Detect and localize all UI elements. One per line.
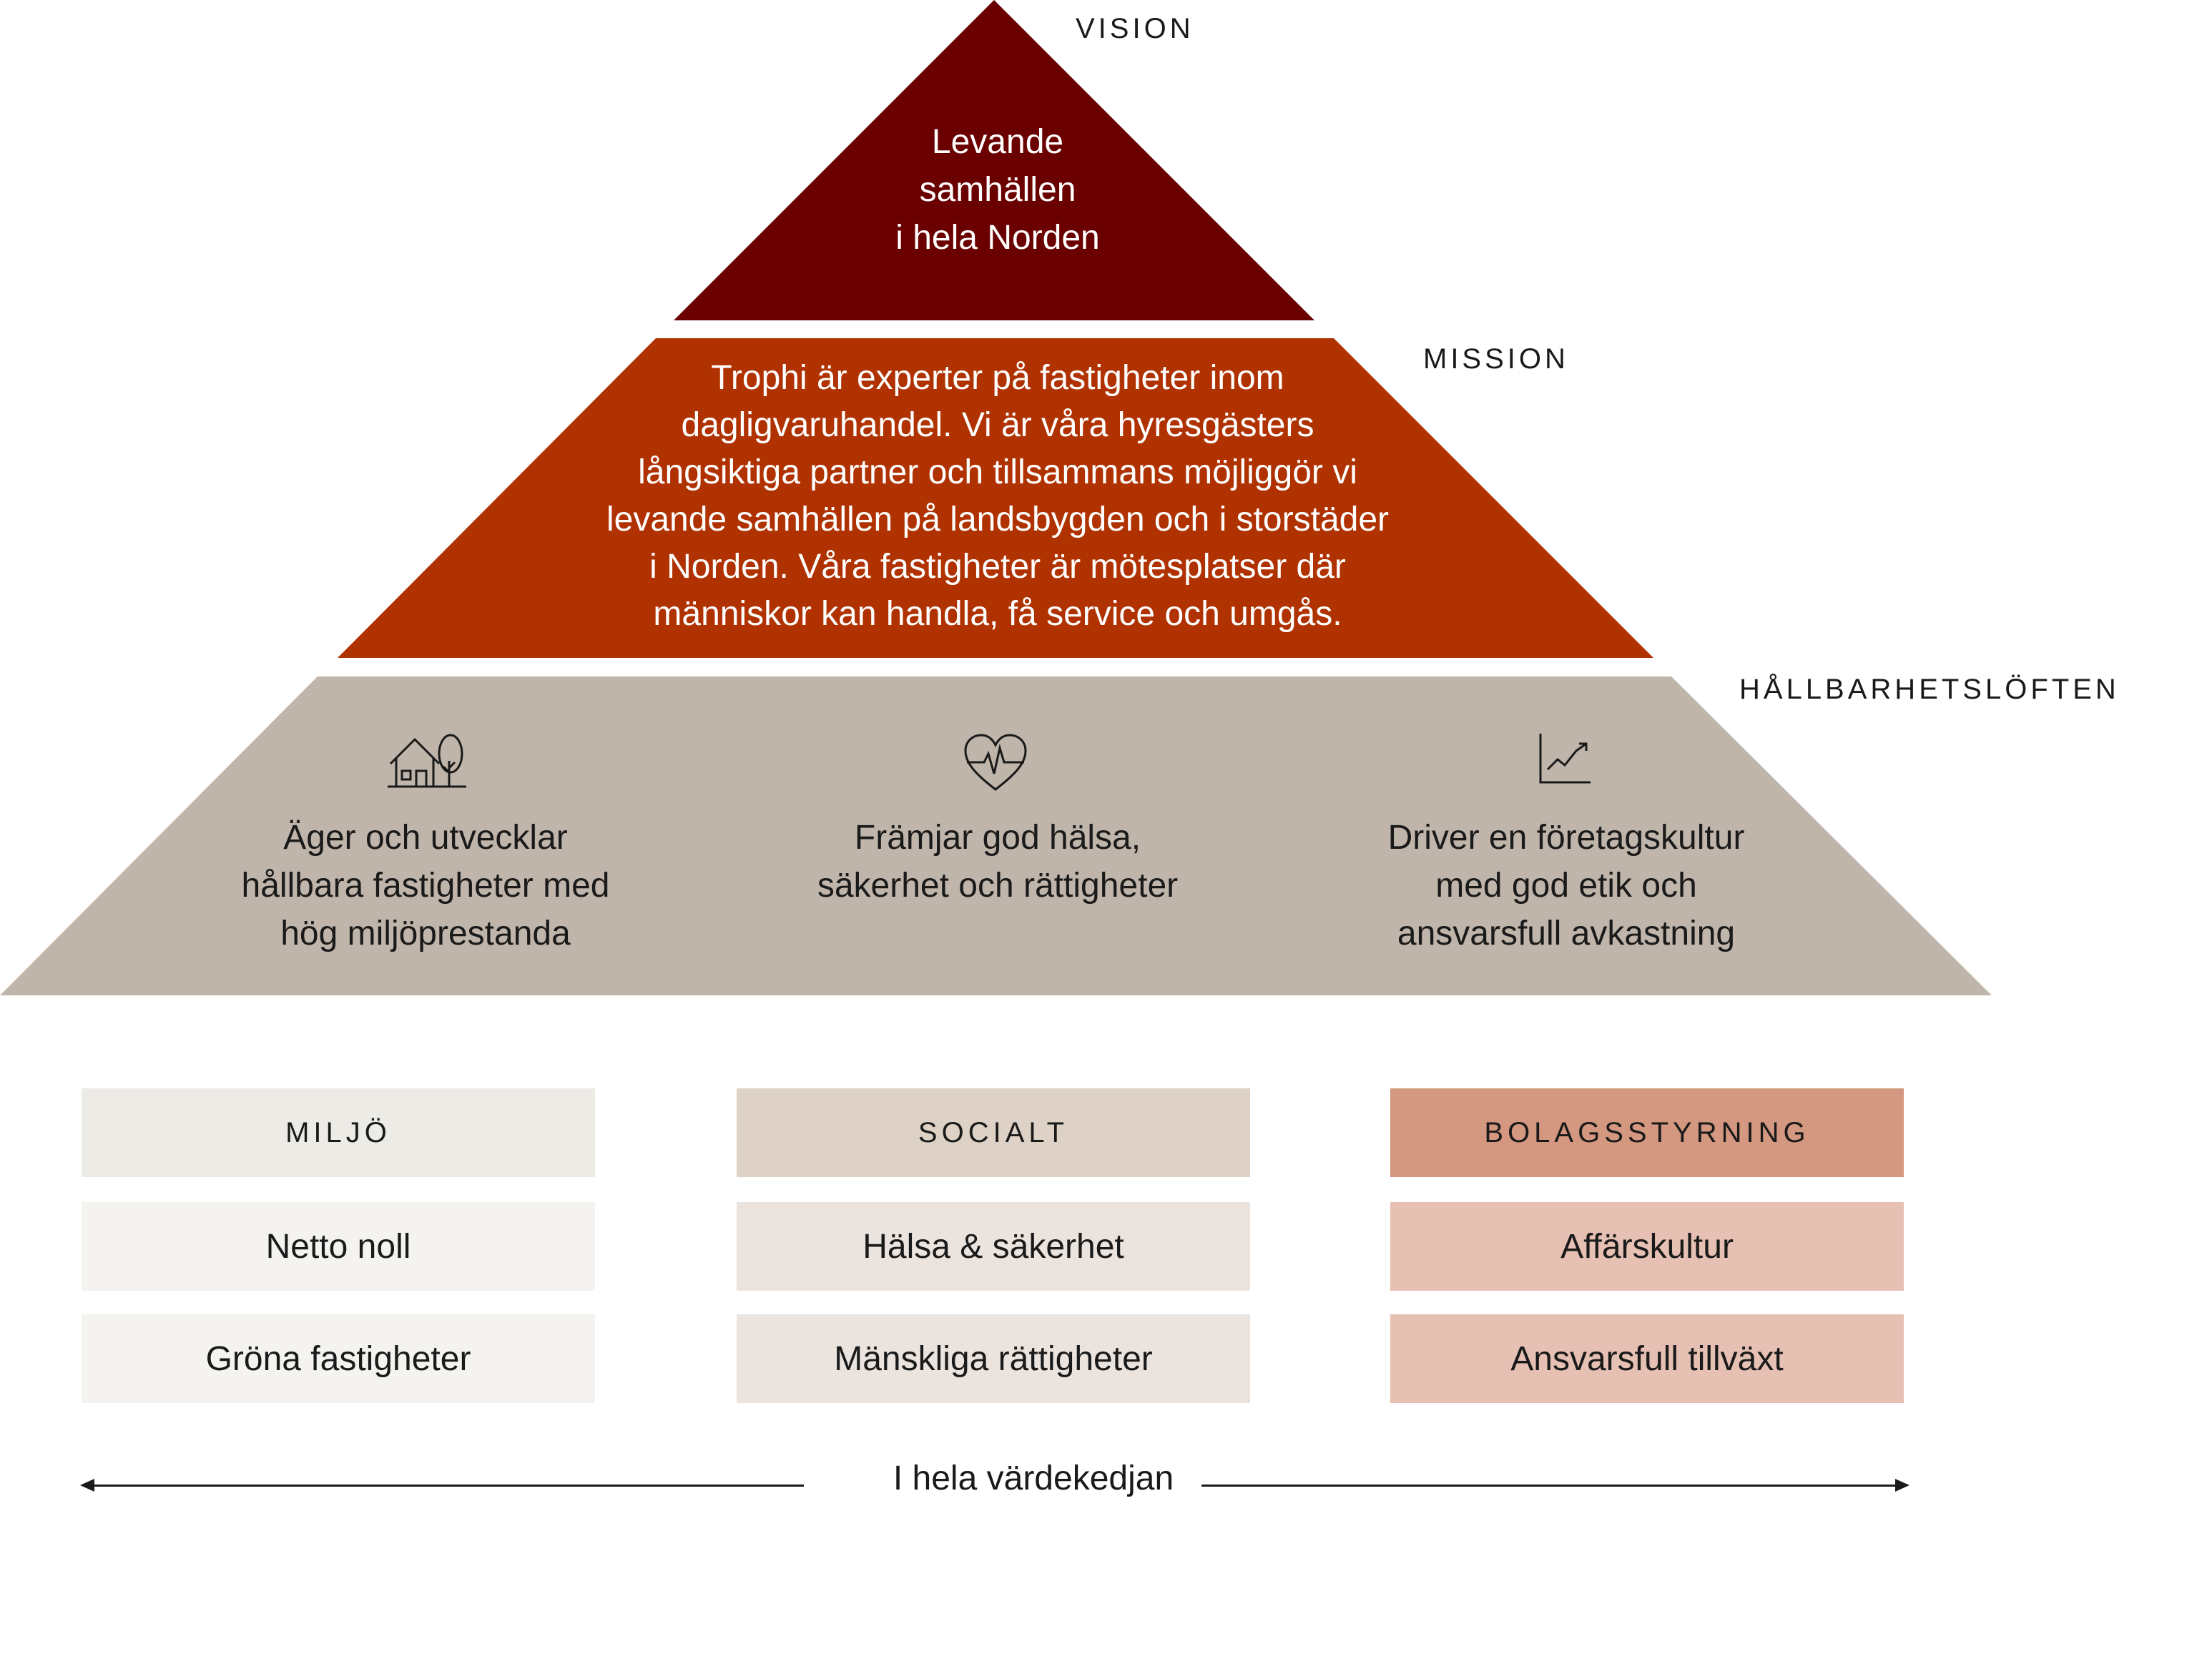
promise-governance: Driver en företagskultur med god etik oc… (1387, 819, 1745, 952)
column-item: Gröna fastigheter (82, 1314, 595, 1403)
house-tree-icon (388, 734, 466, 788)
vision-statement: Levande samhällen i hela Norden (895, 123, 1100, 257)
column-item: Affärskultur (1390, 1202, 1904, 1291)
vision-label: VISION (1076, 13, 1194, 44)
promises-label: HÅLLBARHETSLÖFTEN (1739, 674, 2120, 705)
promises-tier (0, 676, 1992, 995)
promise-environment: Äger och utvecklar hållbara fastigheter … (241, 819, 610, 952)
column-item: Netto noll (82, 1202, 595, 1291)
column-heading-label: SOCIALT (918, 1116, 1069, 1148)
mission-label: MISSION (1423, 343, 1569, 375)
column-heading-label: MILJÖ (285, 1116, 391, 1148)
column-item-label: Affärskultur (1560, 1227, 1734, 1266)
column-heading-socialt: SOCIALT (737, 1088, 1250, 1177)
column-item-label: Netto noll (265, 1227, 411, 1266)
column-item-label: Gröna fastigheter (205, 1339, 471, 1378)
mission-tier (338, 338, 1653, 658)
column-heading-bolagsstyrning: BOLAGSSTYRNING (1390, 1088, 1904, 1177)
column-item: Hälsa & säkerhet (737, 1202, 1250, 1291)
left-arrowhead-icon (80, 1479, 94, 1492)
growth-chart-icon (1539, 734, 1591, 784)
promise-social: Främjar god hälsa, säkerhet och rättighe… (817, 819, 1179, 905)
column-item: Mänskliga rättigheter (737, 1314, 1250, 1403)
mission-statement: Trophi är experter på fastigheter inom d… (606, 359, 1390, 633)
column-heading-label: BOLAGSSTYRNING (1484, 1116, 1810, 1148)
value-chain-label: I hela värdekedjan (893, 1459, 1174, 1497)
right-arrowhead-icon (1895, 1479, 1909, 1492)
column-item-label: Ansvarsfull tillväxt (1510, 1339, 1784, 1378)
column-heading-miljo: MILJÖ (82, 1088, 595, 1177)
right-arrow-line (1201, 1485, 1901, 1487)
vision-tier (674, 0, 1314, 320)
heart-pulse-icon (964, 734, 1027, 791)
column-item-label: Mänskliga rättigheter (834, 1339, 1153, 1378)
column-item: Ansvarsfull tillväxt (1390, 1314, 1904, 1403)
left-arrow-line (84, 1485, 804, 1487)
column-item-label: Hälsa & säkerhet (862, 1227, 1124, 1266)
